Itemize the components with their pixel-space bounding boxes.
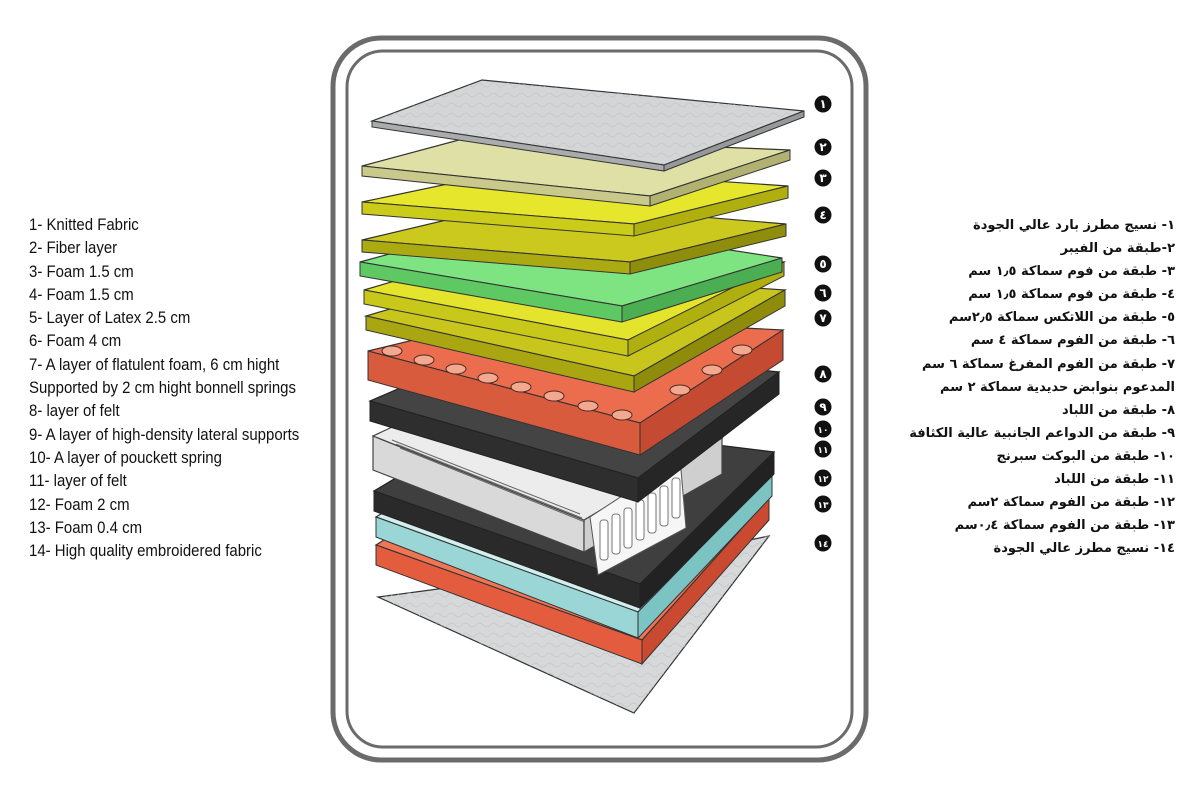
svg-text:١٣: ١٣ bbox=[818, 501, 829, 511]
svg-text:٩: ٩ bbox=[819, 400, 827, 414]
badge-6: ٦ bbox=[814, 284, 832, 302]
badge-8: ٨ bbox=[814, 365, 832, 383]
svg-text:٢: ٢ bbox=[819, 140, 827, 154]
badge-3: ٣ bbox=[814, 169, 832, 187]
svg-text:٣: ٣ bbox=[819, 171, 827, 185]
svg-text:١١: ١١ bbox=[818, 446, 829, 456]
svg-text:٧: ٧ bbox=[819, 311, 827, 325]
legend-ar-item: ٤- طبقة من فوم سماكة ١٫٥ سم bbox=[968, 287, 1175, 303]
legend-en-item: 11- layer of felt bbox=[29, 471, 127, 491]
spring-row-top bbox=[391, 439, 586, 523]
legend-ar-item: ١١- طبقة من اللباد bbox=[1054, 472, 1175, 488]
legend-ar-item: المدعوم بنوابض حديدية سماكة ٢ سم bbox=[940, 379, 1175, 395]
svg-text:٤: ٤ bbox=[819, 208, 826, 222]
inner-frame bbox=[345, 49, 854, 749]
legend-en-item: 6- Foam 4 cm bbox=[29, 331, 122, 351]
svg-text:١: ١ bbox=[819, 97, 826, 111]
badge-7: ٧ bbox=[814, 309, 832, 327]
legend-ar-item: ١٣- طبقة من الفوم سماكة ٠٫٤سم bbox=[954, 518, 1175, 534]
legend-ar-item: ٥- طبقة من اللاتكس سماكة ٢٫٥سم bbox=[948, 310, 1175, 326]
legend-en-item: 7- A layer of flatulent foam, 6 cm hight bbox=[29, 354, 280, 374]
svg-text:٨: ٨ bbox=[819, 367, 827, 381]
legend-en-item: 10- A layer of pouckett spring bbox=[29, 447, 222, 467]
svg-text:١٠: ١٠ bbox=[818, 426, 829, 436]
legend-en-item: Supported by 2 cm hight bonnell springs bbox=[29, 378, 296, 398]
badge-2: ٢ bbox=[814, 138, 832, 156]
legend-en-item: 12- Foam 2 cm bbox=[29, 494, 130, 514]
badge-11: ١١ bbox=[814, 440, 832, 458]
outer-frame bbox=[330, 35, 869, 763]
badge-13: ١٣ bbox=[814, 495, 832, 513]
legend-ar-item: ٢-طبقة من الفيبر bbox=[1060, 241, 1175, 257]
legend-en-item: 2- Fiber layer bbox=[29, 238, 118, 258]
legend-en-item: 9- A layer of high-density lateral suppo… bbox=[29, 424, 300, 444]
arabic-legend: ١- نسيج مطرز بارد عالي الجودة ٢-طبقة من … bbox=[845, 214, 1175, 560]
legend-en-item: 3- Foam 1.5 cm bbox=[29, 261, 134, 281]
english-legend: 1- Knitted Fabric 2- Fiber layer 3- Foam… bbox=[29, 213, 299, 562]
legend-en-item: 14- High quality embroidered fabric bbox=[29, 541, 262, 561]
svg-text:٦: ٦ bbox=[819, 286, 826, 300]
svg-text:٥: ٥ bbox=[819, 257, 826, 271]
legend-ar-item: ٩- طبقة من الدواعم الجانبية عالية الكثاف… bbox=[909, 425, 1175, 441]
badge-9: ٩ bbox=[814, 398, 832, 416]
legend-ar-item: ١٢- طبقة من الفوم سماكة ٢سم bbox=[967, 495, 1175, 511]
badge-14: ١٤ bbox=[814, 534, 832, 552]
legend-ar-item: ١- نسيج مطرز بارد عالي الجودة bbox=[973, 218, 1175, 233]
badge-1: ١ bbox=[814, 95, 832, 113]
legend-ar-item: ٦- طبقة من الفوم سماكة ٤ سم bbox=[970, 333, 1175, 349]
spring-coils bbox=[381, 344, 753, 421]
legend-en-item: 1- Knitted Fabric bbox=[29, 215, 139, 234]
badge-4: ٤ bbox=[814, 206, 832, 224]
badge-5: ٥ bbox=[814, 255, 832, 273]
legend-en-item: 13- Foam 0.4 cm bbox=[29, 517, 143, 537]
legend-en-item: 5- Layer of Latex 2.5 cm bbox=[29, 308, 191, 328]
legend-ar-item: ١٠- طبقة من البوكت سبرنج bbox=[996, 448, 1175, 464]
pocket-springs bbox=[599, 477, 681, 561]
legend-ar-item: ٨- طبقة من اللباد bbox=[1062, 402, 1175, 418]
layer-knitted-fabric-top bbox=[369, 79, 805, 172]
svg-text:١٤: ١٤ bbox=[818, 540, 829, 550]
legend-ar-item: ١٤- نسيج مطرز عالي الجودة bbox=[993, 541, 1175, 557]
badge-10: ١٠ bbox=[814, 420, 832, 438]
legend-en-item: 4- Foam 1.5 cm bbox=[29, 284, 134, 304]
legend-ar-item: ٧- طبقة من الفوم المفرغ سماكة ٦ سم bbox=[921, 356, 1175, 372]
legend-ar-item: ٣- طبقة من فوم سماكة ١٫٥ سم bbox=[968, 264, 1175, 280]
legend-en-item: 8- layer of felt bbox=[29, 401, 120, 421]
svg-text:١٢: ١٢ bbox=[818, 475, 829, 485]
badge-12: ١٢ bbox=[814, 469, 832, 487]
